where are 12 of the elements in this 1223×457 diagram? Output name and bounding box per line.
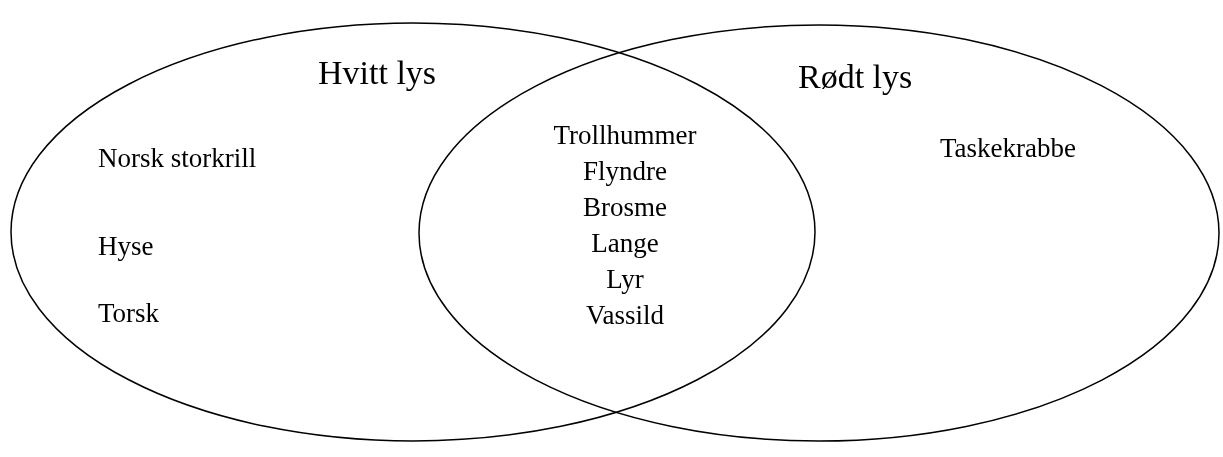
species-name: Norsk storkrill: [98, 145, 257, 172]
set-title: Hvitt lys: [318, 54, 437, 92]
set-title: Rødt lys: [798, 58, 913, 96]
species-name: Hyse: [98, 233, 154, 260]
species-name: Brosme: [583, 194, 667, 221]
species-name: Flyndre: [583, 158, 667, 185]
species-name: Lange: [591, 230, 659, 257]
species-name: Lyr: [606, 266, 644, 293]
species-name: Taskekrabbe: [940, 135, 1077, 162]
species-name: Trollhummer: [553, 122, 697, 149]
species-name: Torsk: [98, 300, 160, 327]
species-name: Vassild: [586, 302, 664, 329]
